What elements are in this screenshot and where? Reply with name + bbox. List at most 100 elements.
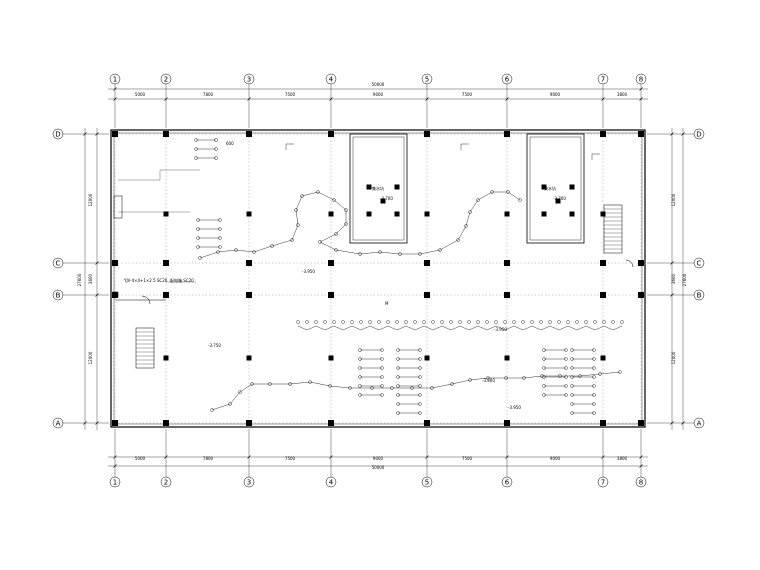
light-fixture-66 [228,402,232,406]
column-10 [246,260,252,266]
axis-label-top-4: 4 [329,76,334,84]
bottom-axis-bubbles [109,476,647,488]
column-43 [600,355,606,361]
left-dim-1: 12000 [88,193,93,206]
axis-label-left-c: C [56,260,61,268]
dim-tick-h-2-5 [505,455,509,459]
light-fixture-60 [468,210,472,214]
right-dim-total: 27600 [682,273,687,286]
light-fixture-33 [593,320,597,324]
feeder-cable-suffix: 配电箱 SC20 [170,277,194,283]
dim-tick-v-0-3 [95,421,99,425]
dim-tick-h-3-0 [113,464,117,468]
column-36 [504,211,510,217]
column-12 [424,260,430,266]
dim-tick-h-0-4 [425,97,429,101]
column-15 [638,260,644,266]
right-dim-1: 12000 [671,193,676,206]
axis-bubble-top-6 [501,73,513,85]
pit-column-48 [380,198,386,204]
pit-label-left: 集水坑 [372,185,384,191]
column-23 [638,292,644,298]
axis-label-right-b: B [697,292,702,300]
door-swing-left [141,295,151,305]
dim-tick-h-0-6 [601,97,605,101]
pit-column-46 [366,211,372,217]
axis-label-top-1: 1 [113,76,117,84]
light-fixture-57 [438,248,442,252]
dim-tick-v-0-2 [95,293,99,297]
dim-tick-v-0-0 [95,132,99,136]
dim-tick-v-1-0 [83,132,87,136]
light-fixture-4 [332,320,336,324]
light-fixture-18 [458,320,462,324]
column-29 [504,420,510,426]
light-fixture-0 [296,320,300,324]
right-dim-2: 3600 [671,273,676,284]
distribution-panel [113,195,123,219]
column-37 [600,211,606,217]
axis-bubble-top-7 [597,73,609,85]
bottom-dim-total: 50000 [372,465,385,470]
dim-tick-v-2-0 [670,132,674,136]
light-fixture-67 [238,390,242,394]
dim-tick-h-3-1 [639,464,643,468]
left-axis-labels: D C B A [55,131,60,428]
light-fixture-28 [548,320,552,324]
dim-tick-v-1-1 [83,421,87,425]
left-dim-3: 12000 [88,351,93,364]
axis-label-top-2: 2 [164,76,168,84]
pit-level-left: -3.700 [380,196,393,201]
bottom-dim-3: 7500 [285,456,296,461]
column-32 [163,211,169,217]
light-fixture-47 [332,198,336,202]
light-fixture-8 [368,320,372,324]
column-8 [112,260,118,266]
axis-label-bottom-6: 6 [505,479,510,487]
axis-label-top-7: 7 [601,76,605,84]
dim-tick-h-1-0 [113,87,117,91]
light-fixture-20 [476,320,480,324]
feeder-cable-label: YJV-4×4+1×2.5 SC20 [123,278,168,283]
axis-label-left-b: B [56,292,61,300]
column-34 [328,211,334,217]
top-axis-labels: 1 2 3 4 5 6 7 8 [113,76,643,84]
light-fixture-6 [350,320,354,324]
dim-tick-h-0-0 [113,97,117,101]
bottom-dim-5: 7500 [462,456,473,461]
panel-marker [112,291,119,298]
plan-annotations: YJV-4×4+1×2.5 SC20 配电箱 SC20 M 集水坑 集水坑 -3… [123,141,566,410]
pit-column-52 [569,211,575,217]
dim-tick-h-1-1 [639,87,643,91]
cable-run-1 [118,169,200,181]
right-axis-bubbles [693,128,705,429]
pit-column-44 [366,184,372,190]
axis-bubble-left-c [52,257,64,269]
bottom-axis-labels: 1 2 3 4 5 6 7 8 [113,479,643,487]
bottom-dim-4: 9000 [373,456,384,461]
axis-bubble-bottom-4 [325,476,337,488]
light-fixture-37 [198,256,202,260]
axis-label-bottom-5: 5 [425,479,429,487]
light-fixture-41 [270,244,274,248]
light-fixture-16 [440,320,444,324]
light-fixture-64 [518,198,522,202]
top-dim-6: 9000 [550,92,561,97]
column-41 [424,355,430,361]
light-fixture-19 [467,320,471,324]
axis-label-top-3: 3 [247,76,251,84]
axis-label-bottom-2: 2 [164,479,168,487]
light-fixture-25 [521,320,525,324]
axis-label-bottom-4: 4 [329,479,334,487]
light-fixture-13 [413,320,417,324]
light-fixture-3 [323,320,327,324]
dim-tick-v-3-0 [681,132,685,136]
axis-label-bottom-7: 7 [601,479,605,487]
pit-room-right-inner [529,136,582,241]
right-dimension-labels: 12000 3600 12000 27600 [671,193,687,364]
column-7 [638,131,644,137]
level-mark-a: -3.950 [302,269,315,274]
light-fixture-11 [395,320,399,324]
dim-tick-v-3-1 [681,421,685,425]
axis-label-bottom-8: 8 [639,479,643,487]
